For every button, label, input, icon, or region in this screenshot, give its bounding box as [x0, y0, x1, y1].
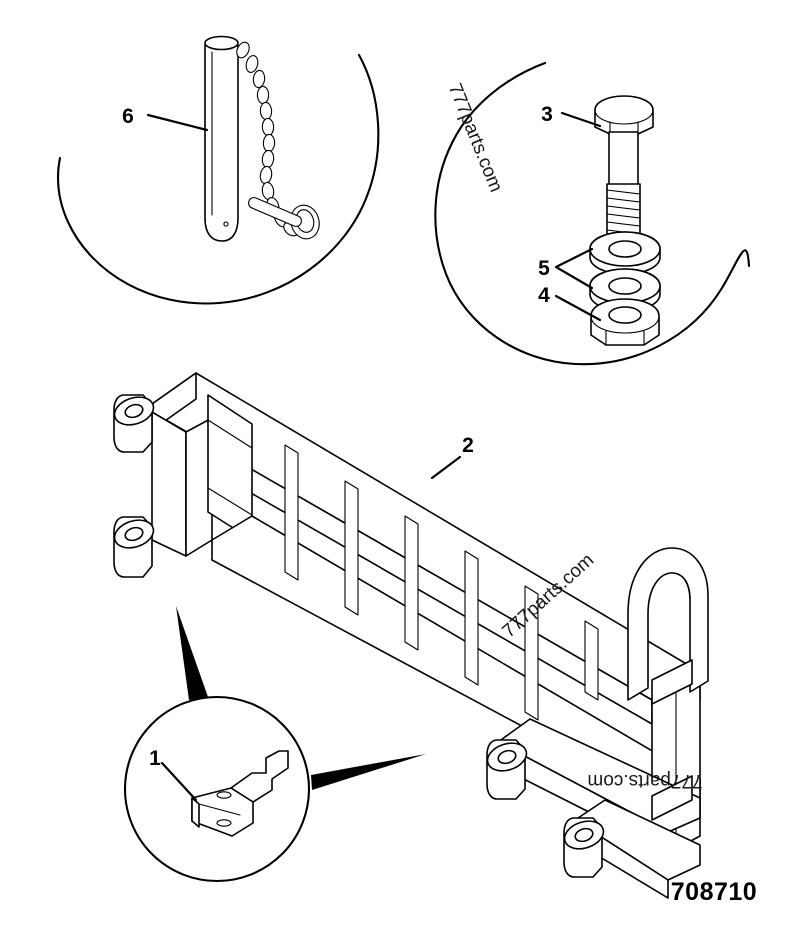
detail-circle-outline-bottom-left — [123, 695, 311, 883]
detail-circle-arc-top-right — [434, 61, 751, 366]
pivot-boss-lower-left — [113, 516, 155, 578]
truss-web — [524, 585, 539, 721]
truss-web — [464, 550, 479, 686]
hex-nut — [590, 298, 660, 346]
main-frame-assembly: 2 — [113, 372, 709, 899]
callout-1-label: 1 — [149, 747, 161, 770]
frame-gusset-line-a — [207, 419, 253, 449]
washer-upper-hole — [608, 240, 642, 258]
bolt-shank — [608, 131, 639, 187]
pivot-boss-right-lower — [563, 817, 605, 878]
bracket-lower-leg — [191, 797, 200, 828]
bracket-hole-lower — [216, 819, 232, 827]
flat-washer-upper — [589, 231, 661, 275]
pivot-boss-upper-left — [113, 394, 155, 453]
frame-truss-webs — [284, 444, 599, 721]
boss-ru-hole — [497, 749, 517, 765]
detail-pointer-wedge-upper — [176, 606, 208, 700]
detail-pointer-wedge-right — [311, 754, 426, 790]
pin-head-ellipse — [204, 35, 239, 51]
callout-5-leader-fork — [554, 247, 594, 290]
chain-link — [236, 41, 250, 59]
pin-shaft — [204, 44, 239, 242]
pivot-boss-right-upper — [486, 739, 528, 800]
linch-pin-shaft — [248, 197, 302, 227]
chain-link — [252, 69, 266, 89]
boss-lower-hole — [124, 526, 144, 542]
linch-pin-ring — [248, 197, 320, 240]
pin-hole — [223, 221, 229, 227]
retaining-chain — [236, 41, 299, 237]
callout-6-leader — [146, 113, 209, 132]
hitch-pin — [204, 35, 239, 242]
washer-lower-hole — [608, 277, 642, 295]
callout-4-leader — [554, 294, 602, 322]
grab-handle — [627, 547, 709, 701]
frame-left-vertical-face — [151, 411, 187, 557]
chain-link — [261, 117, 275, 137]
chain-link — [262, 133, 276, 153]
chain-link — [256, 85, 270, 105]
mounting-bracket — [191, 750, 289, 837]
frame-right-pad-upper — [651, 659, 693, 705]
bracket-top-flange — [230, 750, 289, 803]
callout-3-label: 3 — [541, 103, 553, 126]
callout-1-leader — [160, 761, 198, 802]
callout-3-leader — [560, 111, 602, 128]
callout-4-label: 4 — [538, 284, 550, 307]
boss-upper-hole — [124, 403, 144, 419]
frame-gusset-line-b — [207, 487, 253, 516]
watermark-text: 777parts.com — [587, 770, 702, 791]
bottom-left-detail-circle: 1 — [123, 606, 426, 883]
chain-link — [245, 54, 259, 74]
top-right-detail-circle: 3 5 4 — [434, 61, 751, 366]
boss-rl-hole — [574, 827, 594, 843]
bracket-hole-upper — [216, 791, 232, 799]
callout-5-label: 5 — [538, 257, 550, 280]
detail-circle-arc-top-left — [57, 53, 380, 305]
truss-web — [404, 515, 419, 651]
nut-facet — [605, 330, 645, 346]
part-number-label: 708710 — [671, 878, 757, 906]
nut-top-ellipse — [590, 315, 660, 334]
truss-web — [584, 620, 599, 701]
callout-2-label: 2 — [462, 434, 474, 457]
callout-6-label: 6 — [122, 105, 134, 128]
grab-handle-inner-edge — [671, 572, 691, 601]
truss-web — [344, 480, 359, 616]
nut-hole — [608, 306, 642, 324]
chain-link — [259, 101, 273, 121]
bracket-fold-line — [198, 803, 241, 816]
bolt-head — [594, 95, 654, 135]
frame-right-pad-lower — [651, 775, 693, 821]
callout-2-leader — [430, 455, 462, 480]
truss-web — [284, 444, 299, 581]
bolt-head-top-ellipse — [594, 109, 654, 125]
top-left-detail-circle: 6 — [57, 35, 380, 305]
